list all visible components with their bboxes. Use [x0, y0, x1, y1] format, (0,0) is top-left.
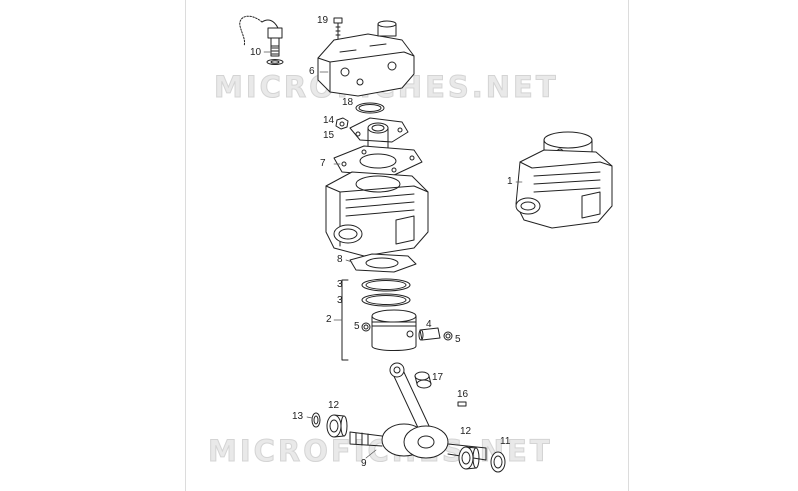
label-part-1: 1	[507, 176, 513, 187]
label-part-14: 14	[323, 115, 335, 126]
label-part-19: 19	[317, 15, 329, 26]
label-part-5-left: 5	[354, 321, 360, 332]
right-margin-line	[628, 0, 629, 491]
left-margin-line	[185, 0, 186, 491]
part-13-oil-seal-left	[312, 413, 320, 427]
part-5-circlip-right	[444, 332, 452, 340]
label-part-13: 13	[292, 411, 304, 422]
part-2-bracket	[342, 280, 348, 360]
label-part-10: 10	[250, 47, 262, 58]
label-part-4: 4	[426, 319, 432, 330]
label-part-7: 7	[320, 158, 326, 169]
part-11-oil-seal-right	[491, 452, 505, 472]
part-1-cylinder-assembly	[516, 132, 612, 228]
label-part-11: 11	[500, 436, 511, 447]
piston	[372, 310, 416, 351]
part-9-crankshaft	[350, 363, 486, 460]
label-part-8: 8	[337, 254, 343, 265]
part-12-bearing-left	[327, 415, 347, 437]
label-part-5-right: 5	[455, 334, 461, 345]
part-3-piston-ring-upper	[362, 279, 410, 291]
label-part-9: 9	[361, 458, 367, 469]
leader-lines	[264, 52, 522, 458]
label-part-3-upper: 3	[337, 279, 343, 290]
part-16-woodruff-key	[458, 402, 466, 406]
label-part-12-right: 12	[460, 426, 472, 437]
part-18-o-ring	[356, 103, 384, 113]
part-6-cylinder-head	[318, 21, 414, 96]
label-part-16: 16	[457, 389, 469, 400]
part-14-nut	[336, 118, 348, 129]
label-part-3-lower: 3	[337, 295, 343, 306]
label-part-18: 18	[342, 97, 354, 108]
part-12-bearing-right	[459, 447, 479, 469]
part-4-piston-pin	[419, 328, 440, 340]
part-8-base-gasket	[350, 254, 416, 272]
label-part-6: 6	[309, 66, 315, 77]
part-5-circlip-left	[362, 323, 370, 331]
part-7-head-gasket	[334, 146, 422, 176]
label-part-15: 15	[323, 130, 335, 141]
part-10-temperature-sensor	[240, 16, 283, 64]
part-3-piston-ring-lower	[362, 294, 410, 306]
label-part-2: 2	[326, 314, 332, 325]
cylinder-exploded	[326, 172, 428, 256]
label-part-12-left: 12	[328, 400, 340, 411]
label-part-17: 17	[432, 372, 444, 383]
part-17-needle-bearing	[415, 372, 431, 388]
